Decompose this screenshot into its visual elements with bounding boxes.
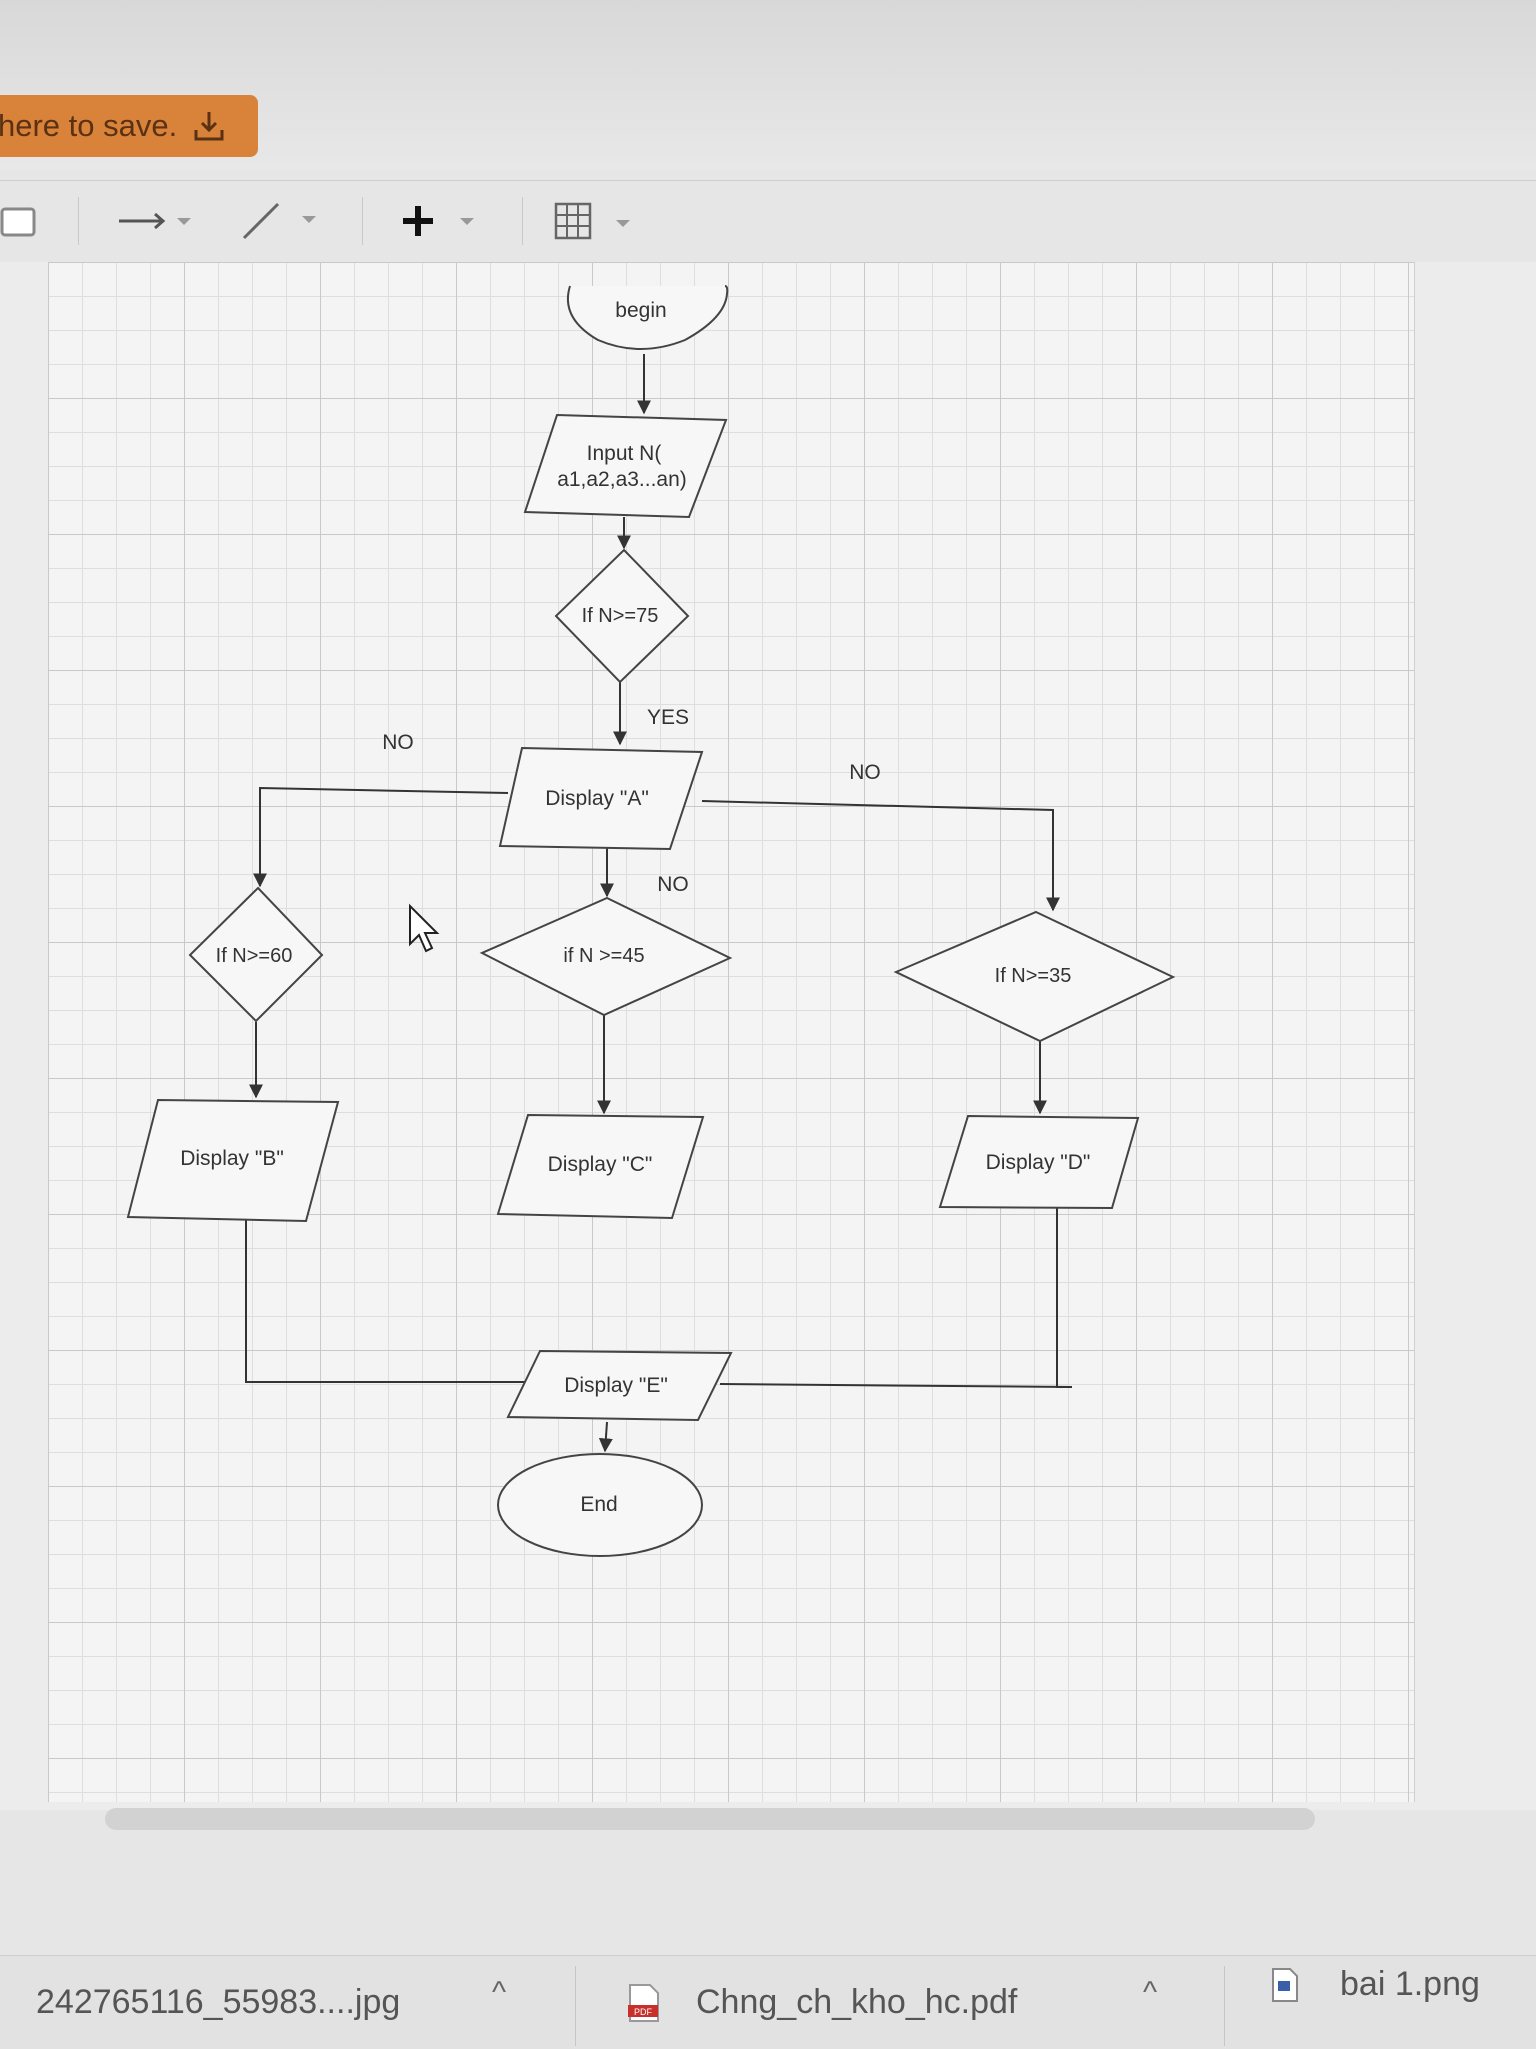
chevron-up-icon[interactable]: ^: [1143, 1976, 1158, 2009]
edge-displayd-displaye: [719, 1208, 1073, 1388]
displayd-parallelogram[interactable]: [938, 1114, 1140, 1210]
displayb-parallelogram[interactable]: [126, 1098, 340, 1223]
begin-terminator[interactable]: [566, 285, 729, 350]
displaye-parallelogram[interactable]: [506, 1349, 733, 1422]
cond60-diamond[interactable]: [188, 886, 324, 1023]
drawing-grid[interactable]: [48, 262, 1415, 1802]
chevron-up-icon[interactable]: ^: [492, 1976, 507, 2009]
cond75-diamond[interactable]: [554, 548, 690, 684]
cond75-label: If N>=75: [582, 605, 659, 627]
cond45-label: if N >=45: [563, 945, 644, 967]
displaya-label: Display "A": [545, 787, 649, 810]
download-item-jpg-label: 242765116_55983....jpg: [36, 1983, 401, 2021]
download-bar: 242765116_55983....jpg ^ PDF Chng_ch_kho…: [0, 1955, 1536, 2049]
displayd-label: Display "D": [986, 1151, 1091, 1174]
input-label-line2: a1,a2,a3...an): [557, 468, 687, 491]
connector-arrow-icon[interactable]: [115, 181, 205, 261]
end-label: End: [580, 1493, 617, 1516]
shape-icon[interactable]: [0, 181, 44, 261]
no-label-left: NO: [382, 731, 414, 754]
insert-plus-icon[interactable]: [398, 181, 488, 261]
cond35-diamond[interactable]: [893, 910, 1176, 1043]
download-item-png-label: bai 1.png: [1340, 1965, 1480, 2003]
cond45-diamond[interactable]: [479, 896, 733, 1017]
save-banner[interactable]: here to save.: [0, 95, 258, 157]
input-label-line1: Input N(: [587, 442, 662, 465]
horizontal-scrollbar[interactable]: [105, 1808, 1315, 1830]
edge-displaye-end: [598, 1421, 613, 1453]
displayc-label: Display "C": [548, 1153, 653, 1176]
download-icon: [194, 112, 224, 141]
displaye-label: Display "E": [564, 1374, 668, 1397]
displaya-parallelogram[interactable]: [498, 746, 704, 851]
cond35-label: If N>=35: [995, 965, 1072, 987]
connectors: [245, 354, 1073, 1453]
input-parallelogram[interactable]: [523, 413, 728, 519]
begin-label: begin: [615, 299, 666, 322]
waypoint-line-icon[interactable]: [236, 181, 326, 261]
edge-displaya-cond60: [253, 786, 509, 888]
yes-label: YES: [647, 706, 689, 729]
displayc-parallelogram[interactable]: [496, 1113, 705, 1220]
download-item-pdf-label: Chng_ch_kho_hc.pdf: [696, 1983, 1018, 2021]
save-banner-text: here to save.: [0, 108, 178, 143]
displayb-label: Display "B": [180, 1147, 284, 1170]
edge-displaya-cond35: [701, 800, 1060, 912]
flowchart-diagram: begin Input N( a1,a2,a3...an) If N>=75 Y…: [126, 285, 1176, 1557]
table-grid-icon[interactable]: [552, 181, 642, 261]
no-label-right: NO: [849, 761, 881, 784]
toolbar: [0, 180, 1536, 261]
svg-text:PDF: PDF: [634, 2007, 653, 2017]
end-terminator[interactable]: [497, 1453, 703, 1557]
pdf-file-icon: PDF: [628, 1983, 659, 2022]
mouse-cursor-icon: [409, 903, 440, 953]
image-file-icon: [1272, 1967, 1298, 2002]
no-label-middle: NO: [657, 873, 689, 896]
edge-displayb-displaye: [245, 1218, 540, 1383]
cond60-label: If N>=60: [216, 945, 293, 967]
download-item-jpg[interactable]: 242765116_55983....jpg: [36, 1956, 400, 2049]
download-item-pdf[interactable]: PDF Chng_ch_kho_hc.pdf: [626, 1956, 1017, 2049]
download-item-png[interactable]: bai 1.png: [1270, 1938, 1480, 2031]
